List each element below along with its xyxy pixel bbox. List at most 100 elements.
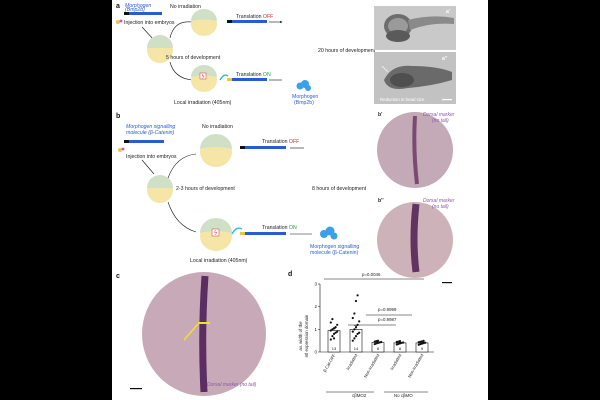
data-point [351,330,354,333]
category-label: Irradiated [389,352,403,370]
out-line2-b: molecule (β-Catenin) [310,250,359,256]
category-label: Non-irradiated [407,352,425,378]
scale-bar-b [442,282,452,284]
data-point [356,294,359,297]
data-point [331,335,334,338]
n-label: 13 [332,346,337,351]
n-label: 8 [399,346,402,351]
dorsal-marker-bp: Dorsal marker [423,112,455,118]
category-label: Irradiated [345,352,359,370]
data-point [398,340,402,343]
y-tick-label: 1 [315,327,318,332]
n-label: 14 [354,346,359,351]
mrna-off-a [227,20,267,23]
hours-dev-b: 2-3 hours of development [176,186,235,192]
data-point [376,339,380,342]
eight-hours-b: 8 hours of development [312,186,367,192]
no-irradiation-label-a: No irradiation [170,4,201,10]
category-label: β-Cat-OFF [322,353,337,373]
figure-svg: a Morphogen (Bmp2b) Injection into embry… [116,3,456,398]
embryo-a-bottom [191,65,217,92]
data-point [329,338,332,341]
no-tail-bp: (no tail) [432,118,449,124]
dorsal-marker-c: Dorsal marker (no tail) [207,382,257,388]
data-point [424,341,427,344]
data-point [356,332,359,335]
data-point [351,316,354,320]
embryo-b-top [200,134,232,167]
data-point [358,331,361,334]
n-label: 9 [421,346,424,351]
no-tail-bdp: (no tail) [432,204,449,210]
local-irradiation-a: Local irradiation (405nm) [174,100,232,106]
group-label-2: No cβMO [394,393,413,398]
panel-c-letter: c [116,273,120,280]
molecule-line1-b: Morphogen signalling [126,124,175,130]
no-irradiation-label-b: No irradiation [202,124,233,130]
micrograph-b-prime [374,108,456,190]
caged-molecule-icon [116,19,123,24]
morphogen-gene-a: (Bmp2b) [125,7,145,13]
hours-dev-a: 5 hours of development [166,55,221,61]
data-point [331,318,334,321]
micrograph-c [124,272,278,396]
data-point [353,337,356,340]
data-point [354,325,358,329]
arrow-a-down [169,61,193,81]
data-point [353,312,356,315]
ylabel-d-line2: ntl expression domain [304,314,309,357]
y-tick-label: 3 [315,282,318,287]
light-arrow-a [219,74,229,81]
a-prime-label: a' [446,9,450,15]
molecule-line2-b: molecule (β-Catenin) [126,130,175,136]
translation-on-b: Translation ON [262,225,297,231]
out-line1-b: Morphogen signalling [310,244,359,250]
morphogen-out-a: Morphogen [292,94,318,100]
micrograph-a-dprime [374,52,456,104]
y-tick-label: 0 [315,350,318,355]
morphogen-cloud-b [320,226,338,240]
a-dprime-label: a'' [442,56,447,62]
embryo-a-top [191,9,217,36]
micrograph-a-prime [374,6,456,50]
pval-1: p=0.0046 [362,272,381,277]
data-point [354,335,358,338]
embryo-a-center [147,35,173,63]
n-label: 8 [377,346,380,351]
data-point [380,340,383,344]
local-irradiation-b: Local irradiation (405nm) [190,258,248,264]
morphogen-out-gene-a: (Bmp2b) [294,100,314,106]
figure-panel: a Morphogen (Bmp2b) Injection into embry… [112,0,488,400]
b-dprime-label: b'' [378,198,384,204]
y-tick-label: 2 [315,304,318,309]
data-point [329,321,332,324]
pval-3: p=0.9987 [378,317,397,322]
data-point [332,337,336,340]
micrograph-b-dprime [374,194,456,282]
mrna-construct-b [124,140,164,143]
data-point [332,332,336,335]
data-point [332,327,336,330]
reduction-label: Reduction in head size [380,97,425,102]
translation-off-b: Translation OFF [262,139,299,145]
ylabel-d-line1: av. width of the [298,321,303,351]
data-point [402,341,405,344]
data-point [329,329,332,332]
mrna-construct-a [124,12,162,15]
injection-label-b: Injection into embryos [126,154,177,160]
scale-bar-c [130,388,142,390]
cage-block-a [124,12,129,15]
translation-on-a: Translation ON [236,72,271,78]
dorsal-marker-bdp: Dorsal marker [423,198,455,204]
data-point [334,331,337,334]
embryo-b-center [147,175,173,203]
data-point [354,299,358,303]
data-point [351,339,354,342]
scale-bar-a [442,99,452,101]
data-point [358,320,361,323]
twenty-hours-a: 20 hours of development [318,48,376,54]
injection-label-a: Injection into embryos [124,20,175,26]
data-point [353,328,356,331]
panel-a-letter: a [116,3,120,10]
data-point [331,328,334,331]
